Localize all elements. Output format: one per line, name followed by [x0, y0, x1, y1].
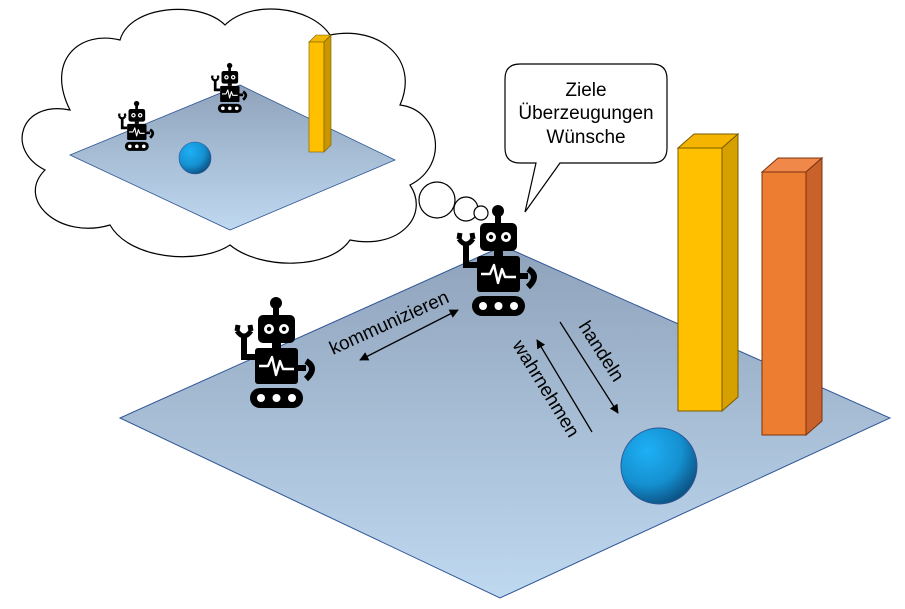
- thought-bubble-tiny: [473, 205, 489, 221]
- bubble-line-desires: Wünsche: [546, 127, 625, 148]
- bubble-line-goals: Ziele: [565, 80, 606, 101]
- thought-cloud: [21, 8, 489, 264]
- thought-bubble-smaller: [453, 196, 479, 222]
- pillar-orange: [760, 156, 824, 437]
- mini-pillar-yellow: [308, 34, 332, 153]
- thought-bubble-small: [418, 181, 456, 219]
- perceive-arrow: [536, 339, 593, 433]
- sphere-object: [620, 427, 698, 505]
- mini-sphere: [178, 141, 212, 175]
- speech-bubble: Ziele Überzeugungen Wünsche: [504, 63, 668, 213]
- bubble-line-beliefs: Überzeugungen: [518, 103, 653, 124]
- act-arrow: [559, 321, 619, 414]
- communicate-arrow: [359, 309, 459, 361]
- pillar-yellow: [676, 132, 740, 413]
